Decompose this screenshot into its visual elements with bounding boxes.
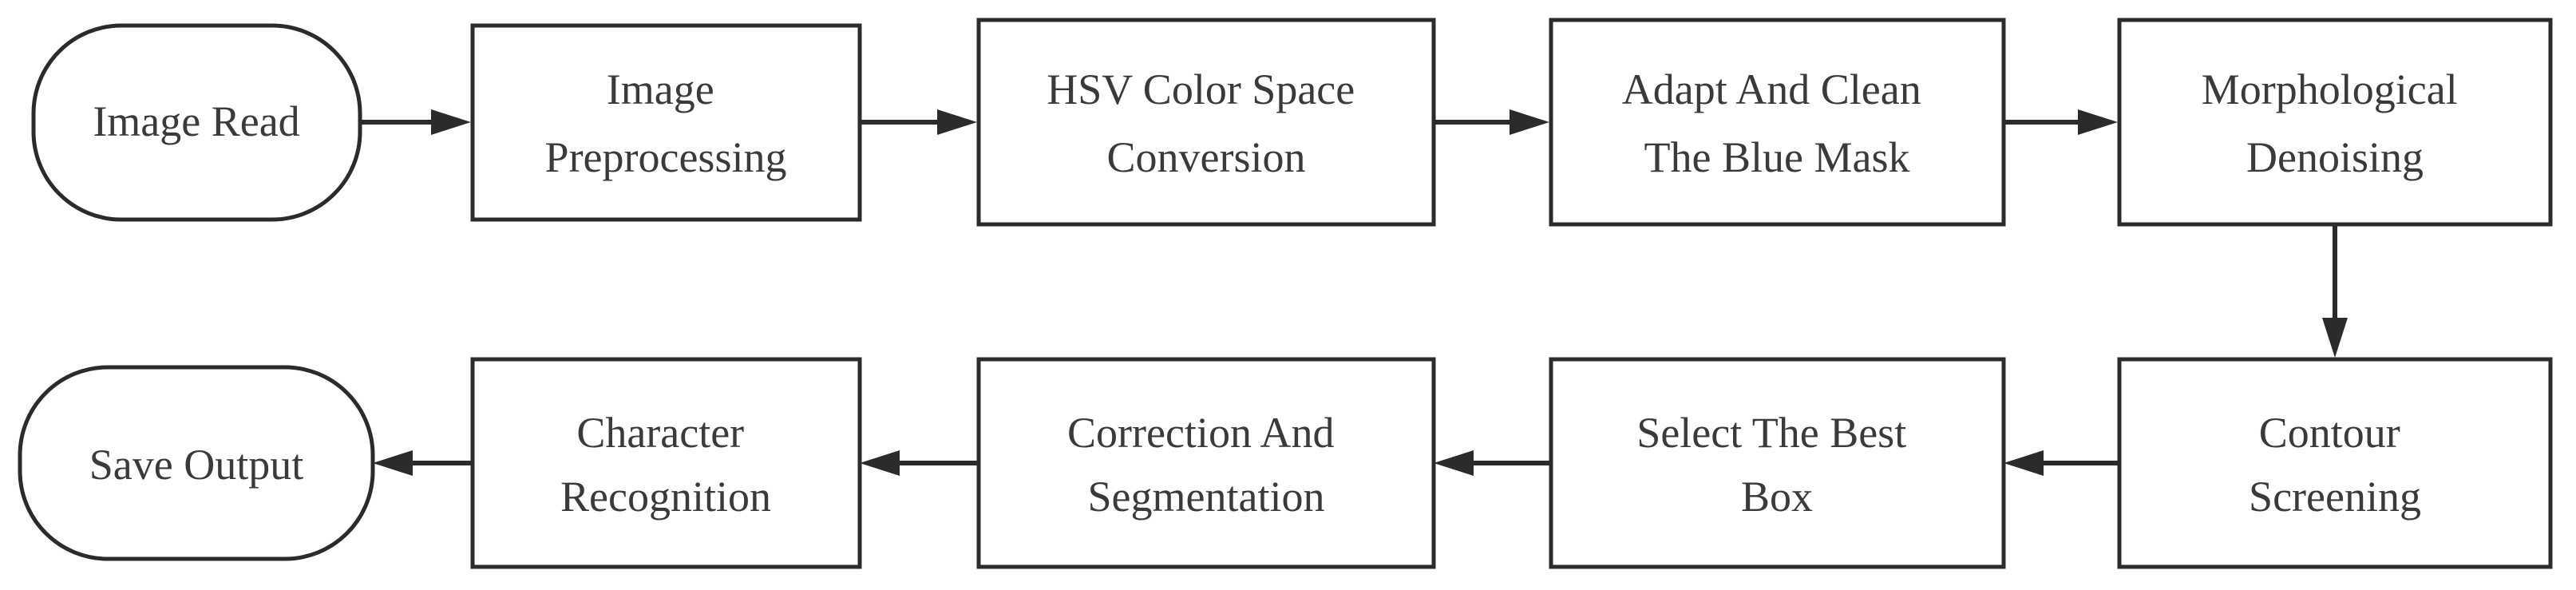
node-morphological-denoising-line-2: Denoising — [2246, 133, 2424, 181]
node-hsv-conversion: HSV Color Space Conversion — [976, 18, 1436, 227]
node-contour-screening-line-2: Screening — [2249, 473, 2421, 521]
arrow-blue-mask-to-morphological-denoising — [2004, 109, 2118, 135]
arrow-contour-screening-to-select-best-box — [2004, 450, 2118, 476]
flowchart-edges — [360, 109, 2348, 476]
node-select-best-box-line-1: Select The Best — [1636, 409, 1906, 457]
node-select-best-box-line-2: Box — [1741, 473, 1813, 521]
node-character-recognition-line-2: Recognition — [560, 473, 771, 521]
svg-text:Character Recognition: Character Recognition — [560, 409, 771, 521]
arrow-image-preprocessing-to-hsv-conversion — [860, 109, 977, 135]
svg-text:Morphological Denoisin: Morphological Denoising — [2202, 65, 2468, 181]
node-image-preprocessing-line-2: Preprocessing — [545, 133, 787, 181]
arrow-image-read-to-image-preprocessing — [360, 109, 471, 135]
flowchart-nodes: Image Read Image Preprocessing HSV Color… — [18, 18, 2553, 569]
node-blue-mask-line-2: The Blue Mask — [1644, 133, 1910, 181]
arrow-hsv-conversion-to-blue-mask — [1434, 109, 1549, 135]
node-select-best-box: Select The Best Box — [1549, 357, 2006, 569]
node-correction-segmentation: Correction And Segmentation — [976, 357, 1436, 569]
node-character-recognition-line-1: Character — [576, 409, 744, 457]
node-hsv-conversion-line-1: HSV Color Space — [1047, 65, 1355, 113]
node-blue-mask-line-1: Adapt And Clean — [1622, 65, 1921, 113]
svg-text:Select The Best Box: Select The Best Box — [1636, 409, 1917, 521]
node-contour-screening: Contour Screening — [2117, 357, 2553, 569]
node-image-preprocessing: Image Preprocessing — [470, 23, 862, 222]
node-contour-screening-line-1: Contour — [2259, 409, 2400, 457]
node-correction-segmentation-line-1: Correction And — [1067, 409, 1334, 457]
node-save-output-line-1: Save Output — [89, 441, 303, 489]
node-image-read: Image Read — [31, 23, 362, 222]
svg-text:Image Read: Image Read — [93, 97, 299, 145]
node-save-output: Save Output — [18, 365, 375, 561]
svg-text:Correction And Segment: Correction And Segmentation — [1067, 409, 1345, 521]
svg-text:Save Output: Save Output — [89, 441, 303, 489]
arrow-correction-segmentation-to-character-recognition — [860, 450, 977, 476]
svg-text:Contour Screening: Contour Screening — [2249, 409, 2421, 521]
node-blue-mask: Adapt And Clean The Blue Mask — [1549, 18, 2006, 227]
arrow-character-recognition-to-save-output — [373, 450, 471, 476]
node-correction-segmentation-line-2: Segmentation — [1088, 473, 1325, 521]
arrow-select-best-box-to-correction-segmentation — [1434, 450, 1549, 476]
node-morphological-denoising: Morphological Denoising — [2117, 18, 2553, 227]
arrow-morphological-denoising-to-contour-screening — [2322, 224, 2348, 358]
svg-text:Adapt And Clean The Bl: Adapt And Clean The Blue Mask — [1622, 65, 1932, 181]
node-image-preprocessing-line-1: Image — [607, 65, 714, 113]
node-morphological-denoising-line-1: Morphological — [2202, 65, 2458, 113]
svg-text:HSV Color Space Conver: HSV Color Space Conversion — [1047, 65, 1366, 181]
svg-text:Image Preprocessing: Image Preprocessing — [545, 65, 787, 181]
node-character-recognition: Character Recognition — [470, 357, 862, 569]
node-hsv-conversion-line-2: Conversion — [1107, 133, 1306, 181]
node-image-read-line-1: Image Read — [93, 97, 299, 145]
